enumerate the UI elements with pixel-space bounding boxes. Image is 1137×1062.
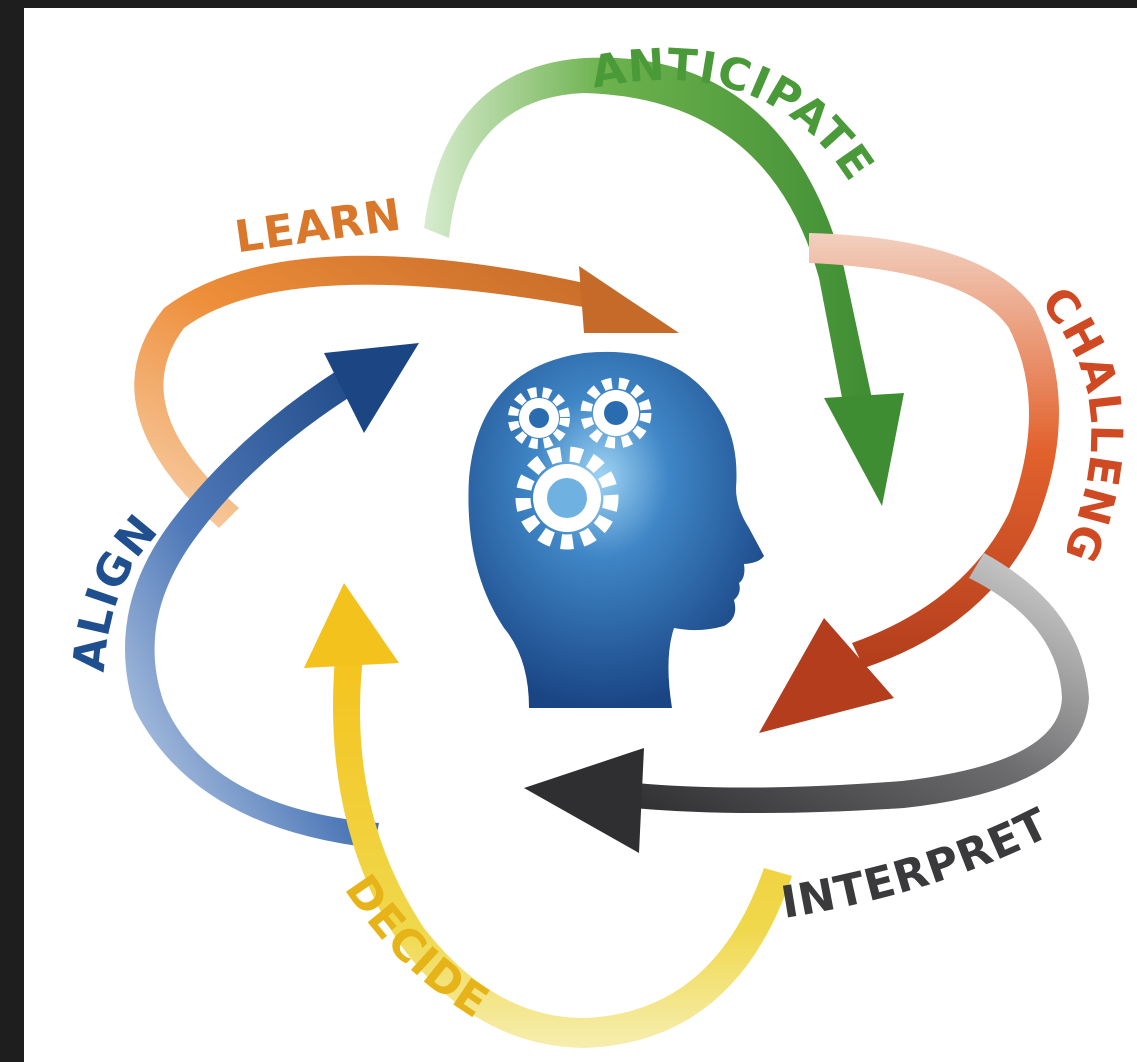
cycle-diagram: ANTICIPATE LEARN CHALLENGE ALIGN INTERPR… — [24, 8, 1131, 1048]
gear-icon — [580, 377, 652, 449]
anticipate-arrow — [424, 57, 904, 506]
decide-arrow — [304, 583, 792, 1048]
learn-arrow — [134, 255, 679, 528]
align-arrow — [125, 343, 419, 848]
diagram-frame: ANTICIPATE LEARN CHALLENGE ALIGN INTERPR… — [24, 8, 1137, 1062]
gear-icon — [508, 387, 570, 449]
decide-label: DECIDE — [335, 866, 498, 1029]
challenge-arrow — [759, 233, 1059, 733]
interpret-label: INTERPRET — [778, 798, 1058, 929]
head-silhouette — [468, 351, 764, 708]
learn-label: LEARN — [232, 189, 405, 263]
interpret-arrow — [524, 553, 1089, 853]
gear-icon — [515, 446, 619, 550]
